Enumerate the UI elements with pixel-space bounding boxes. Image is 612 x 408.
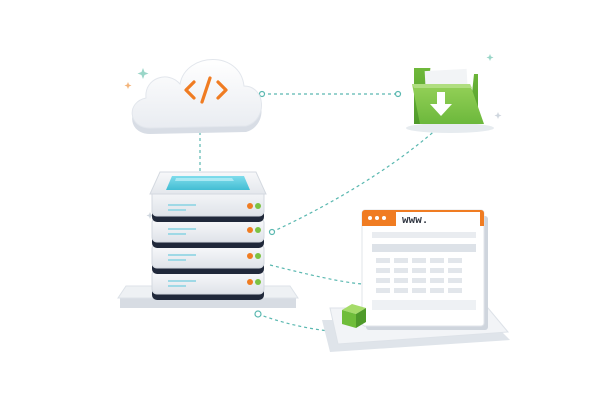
window-dots bbox=[368, 216, 386, 220]
download-arrow-icon bbox=[430, 92, 452, 116]
connector-lines bbox=[199, 93, 439, 333]
server-top bbox=[149, 171, 267, 195]
browser-window: www. bbox=[361, 209, 488, 330]
server-rack-icon bbox=[117, 171, 299, 308]
cloud-code-icon bbox=[131, 59, 262, 134]
cube-icon bbox=[342, 304, 366, 328]
browser-url: www. bbox=[402, 215, 428, 227]
code-brackets-icon bbox=[184, 76, 228, 104]
server-unit bbox=[151, 217, 265, 248]
laptop-browser-icon: www. bbox=[322, 209, 510, 352]
server-unit bbox=[151, 269, 265, 300]
page-content bbox=[372, 232, 476, 310]
folder-download-icon bbox=[406, 63, 494, 133]
server-unit bbox=[151, 243, 265, 274]
